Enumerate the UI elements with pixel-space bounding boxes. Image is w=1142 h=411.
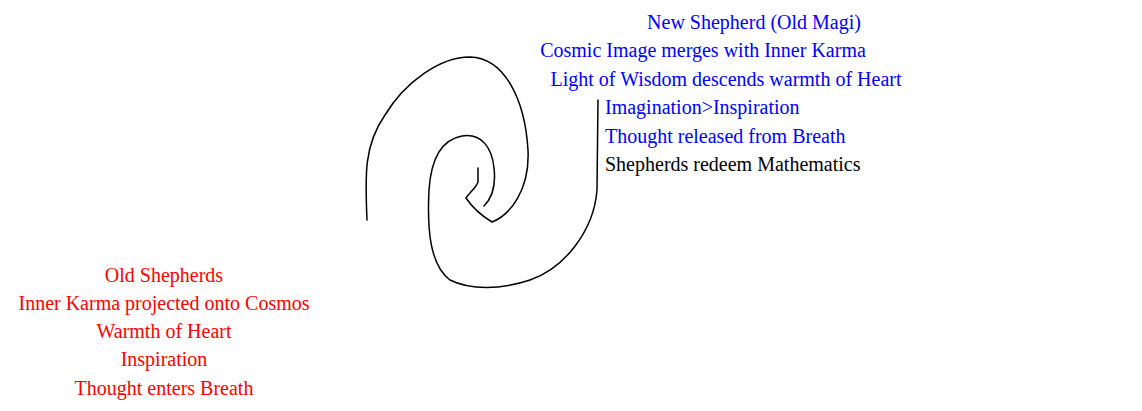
spiral-line [366, 57, 528, 222]
spiral-line [428, 100, 598, 288]
label-text: Shepherds redeem Mathematics [605, 153, 860, 175]
label-text: Thought enters Breath [75, 377, 254, 399]
label-text: New Shepherd (Old Magi) [647, 11, 861, 33]
label-text: Inspiration [121, 348, 208, 370]
label-text: Imagination>Inspiration [605, 96, 800, 118]
label-text: Old Shepherds [105, 264, 223, 286]
label-text: Cosmic Image merges with Inner Karma [540, 39, 866, 61]
label-text: Light of Wisdom descends warmth of Heart [551, 68, 902, 90]
label-text: Thought released from Breath [605, 125, 845, 147]
label-text: Warmth of Heart [97, 320, 232, 342]
label-text: Inner Karma projected onto Cosmos [18, 292, 309, 314]
